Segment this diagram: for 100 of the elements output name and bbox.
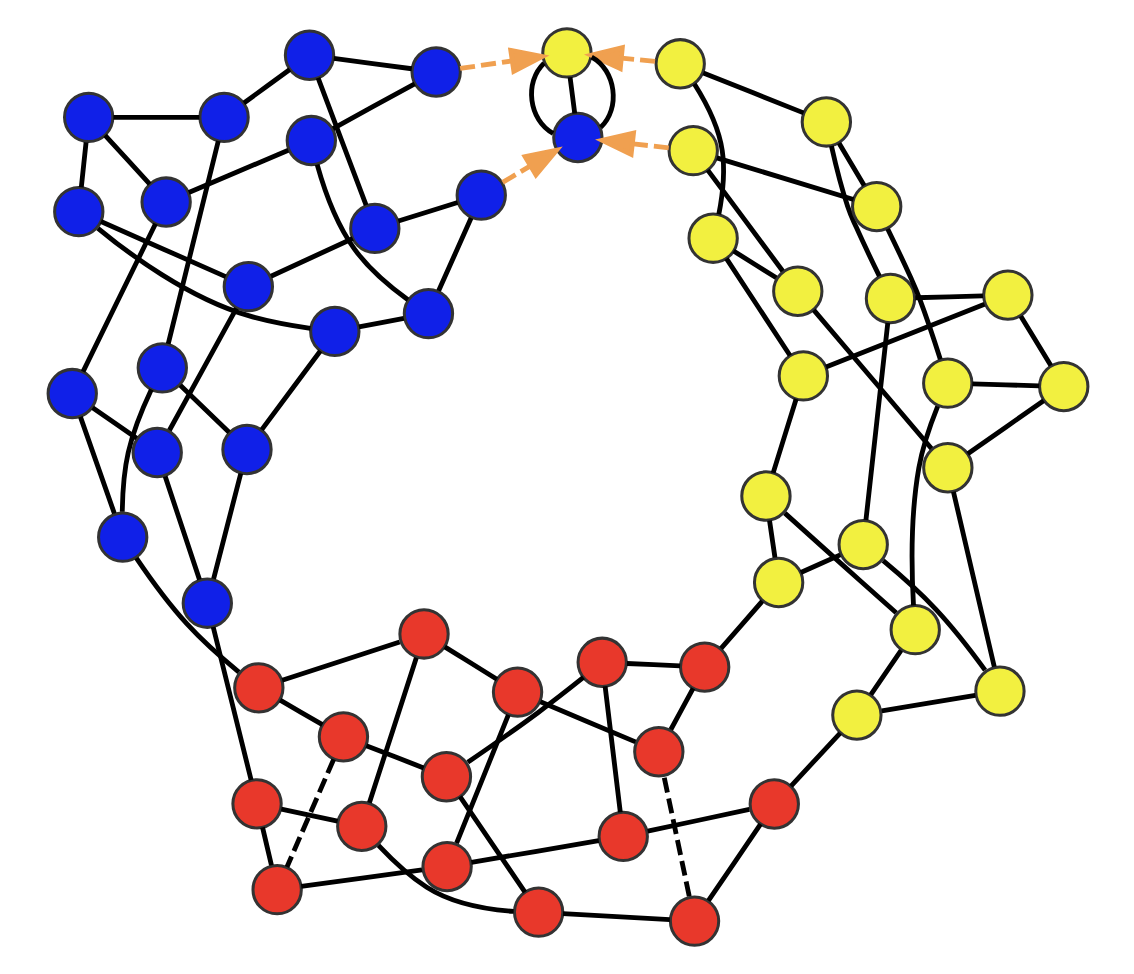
node-circle [197, 91, 249, 144]
connector [396, 200, 458, 224]
connector [177, 383, 230, 434]
node-circle [282, 29, 335, 81]
node-circle [632, 726, 684, 778]
connector [375, 843, 513, 914]
connector [625, 661, 680, 669]
connector [880, 692, 975, 714]
node-circle [96, 511, 148, 563]
connector [457, 795, 526, 894]
connector [442, 644, 498, 682]
connector [330, 81, 415, 131]
node-circle [921, 357, 973, 409]
connector [161, 475, 201, 581]
connector [118, 388, 153, 512]
connector [435, 216, 473, 292]
connector [914, 293, 983, 301]
connector [268, 236, 353, 279]
node-circle [490, 666, 543, 718]
connector [788, 731, 841, 788]
connector [112, 114, 199, 120]
connector [971, 381, 1039, 389]
connector [98, 219, 226, 279]
node-circle [308, 305, 360, 358]
node-circle [62, 91, 114, 144]
connector [705, 822, 762, 903]
node-circle [419, 751, 472, 803]
connector [277, 698, 323, 727]
node-circle [1037, 360, 1089, 413]
connector [279, 806, 338, 824]
connector [259, 826, 273, 866]
node-circle [799, 96, 852, 148]
connector [701, 70, 804, 116]
connector [601, 686, 622, 813]
connector [667, 687, 695, 731]
connector [210, 472, 243, 580]
connector [357, 315, 404, 330]
connector [798, 552, 841, 575]
arrow [458, 47, 549, 76]
connector [715, 155, 854, 202]
node-circle [397, 608, 449, 660]
connector [824, 302, 985, 370]
connector [77, 141, 88, 188]
connector [166, 307, 238, 432]
node-circle [409, 46, 461, 98]
node-circle [575, 636, 627, 688]
node-circle [130, 426, 182, 479]
connector [313, 163, 409, 302]
connector [258, 349, 322, 432]
node-circle [316, 711, 369, 763]
connector [828, 145, 881, 278]
node-circle [135, 342, 187, 394]
arrow [582, 44, 655, 73]
connector [79, 222, 157, 373]
connector [836, 142, 866, 187]
node-circle [230, 778, 282, 830]
connector [528, 61, 554, 136]
connector [566, 76, 577, 114]
node-circle [511, 886, 564, 938]
connector [908, 405, 939, 606]
connector [660, 775, 691, 897]
connector [366, 657, 418, 804]
connector [811, 308, 933, 451]
connector [884, 227, 942, 360]
node-circle [335, 800, 387, 852]
node-circle [52, 185, 104, 238]
node-circle [653, 38, 705, 90]
node-circle [921, 442, 973, 494]
connector [90, 405, 138, 441]
connector [965, 398, 1044, 456]
connector [880, 558, 986, 672]
node-circle [888, 604, 940, 656]
connector [470, 838, 599, 865]
node-circle [551, 111, 603, 164]
connector [133, 556, 240, 674]
node-circle [284, 114, 336, 167]
connector [314, 77, 368, 207]
connector [77, 416, 116, 515]
connector [538, 699, 636, 745]
node-circle [540, 27, 592, 79]
connector [283, 758, 335, 868]
node-circle [830, 689, 882, 741]
node-circle [667, 895, 720, 947]
node-circle [348, 202, 400, 255]
connector [731, 249, 777, 280]
node-circle [739, 470, 791, 522]
connector [646, 807, 749, 834]
node-circle [45, 367, 97, 420]
connector [241, 67, 291, 105]
connector [453, 714, 510, 845]
node-circle [221, 261, 273, 313]
connector [465, 675, 584, 765]
node-circle [771, 265, 823, 317]
node-circle [850, 180, 902, 233]
connector [95, 226, 310, 331]
connector [862, 322, 890, 521]
connector [164, 140, 220, 345]
connector [589, 55, 615, 129]
connector [704, 168, 784, 273]
node-circle [973, 665, 1025, 717]
